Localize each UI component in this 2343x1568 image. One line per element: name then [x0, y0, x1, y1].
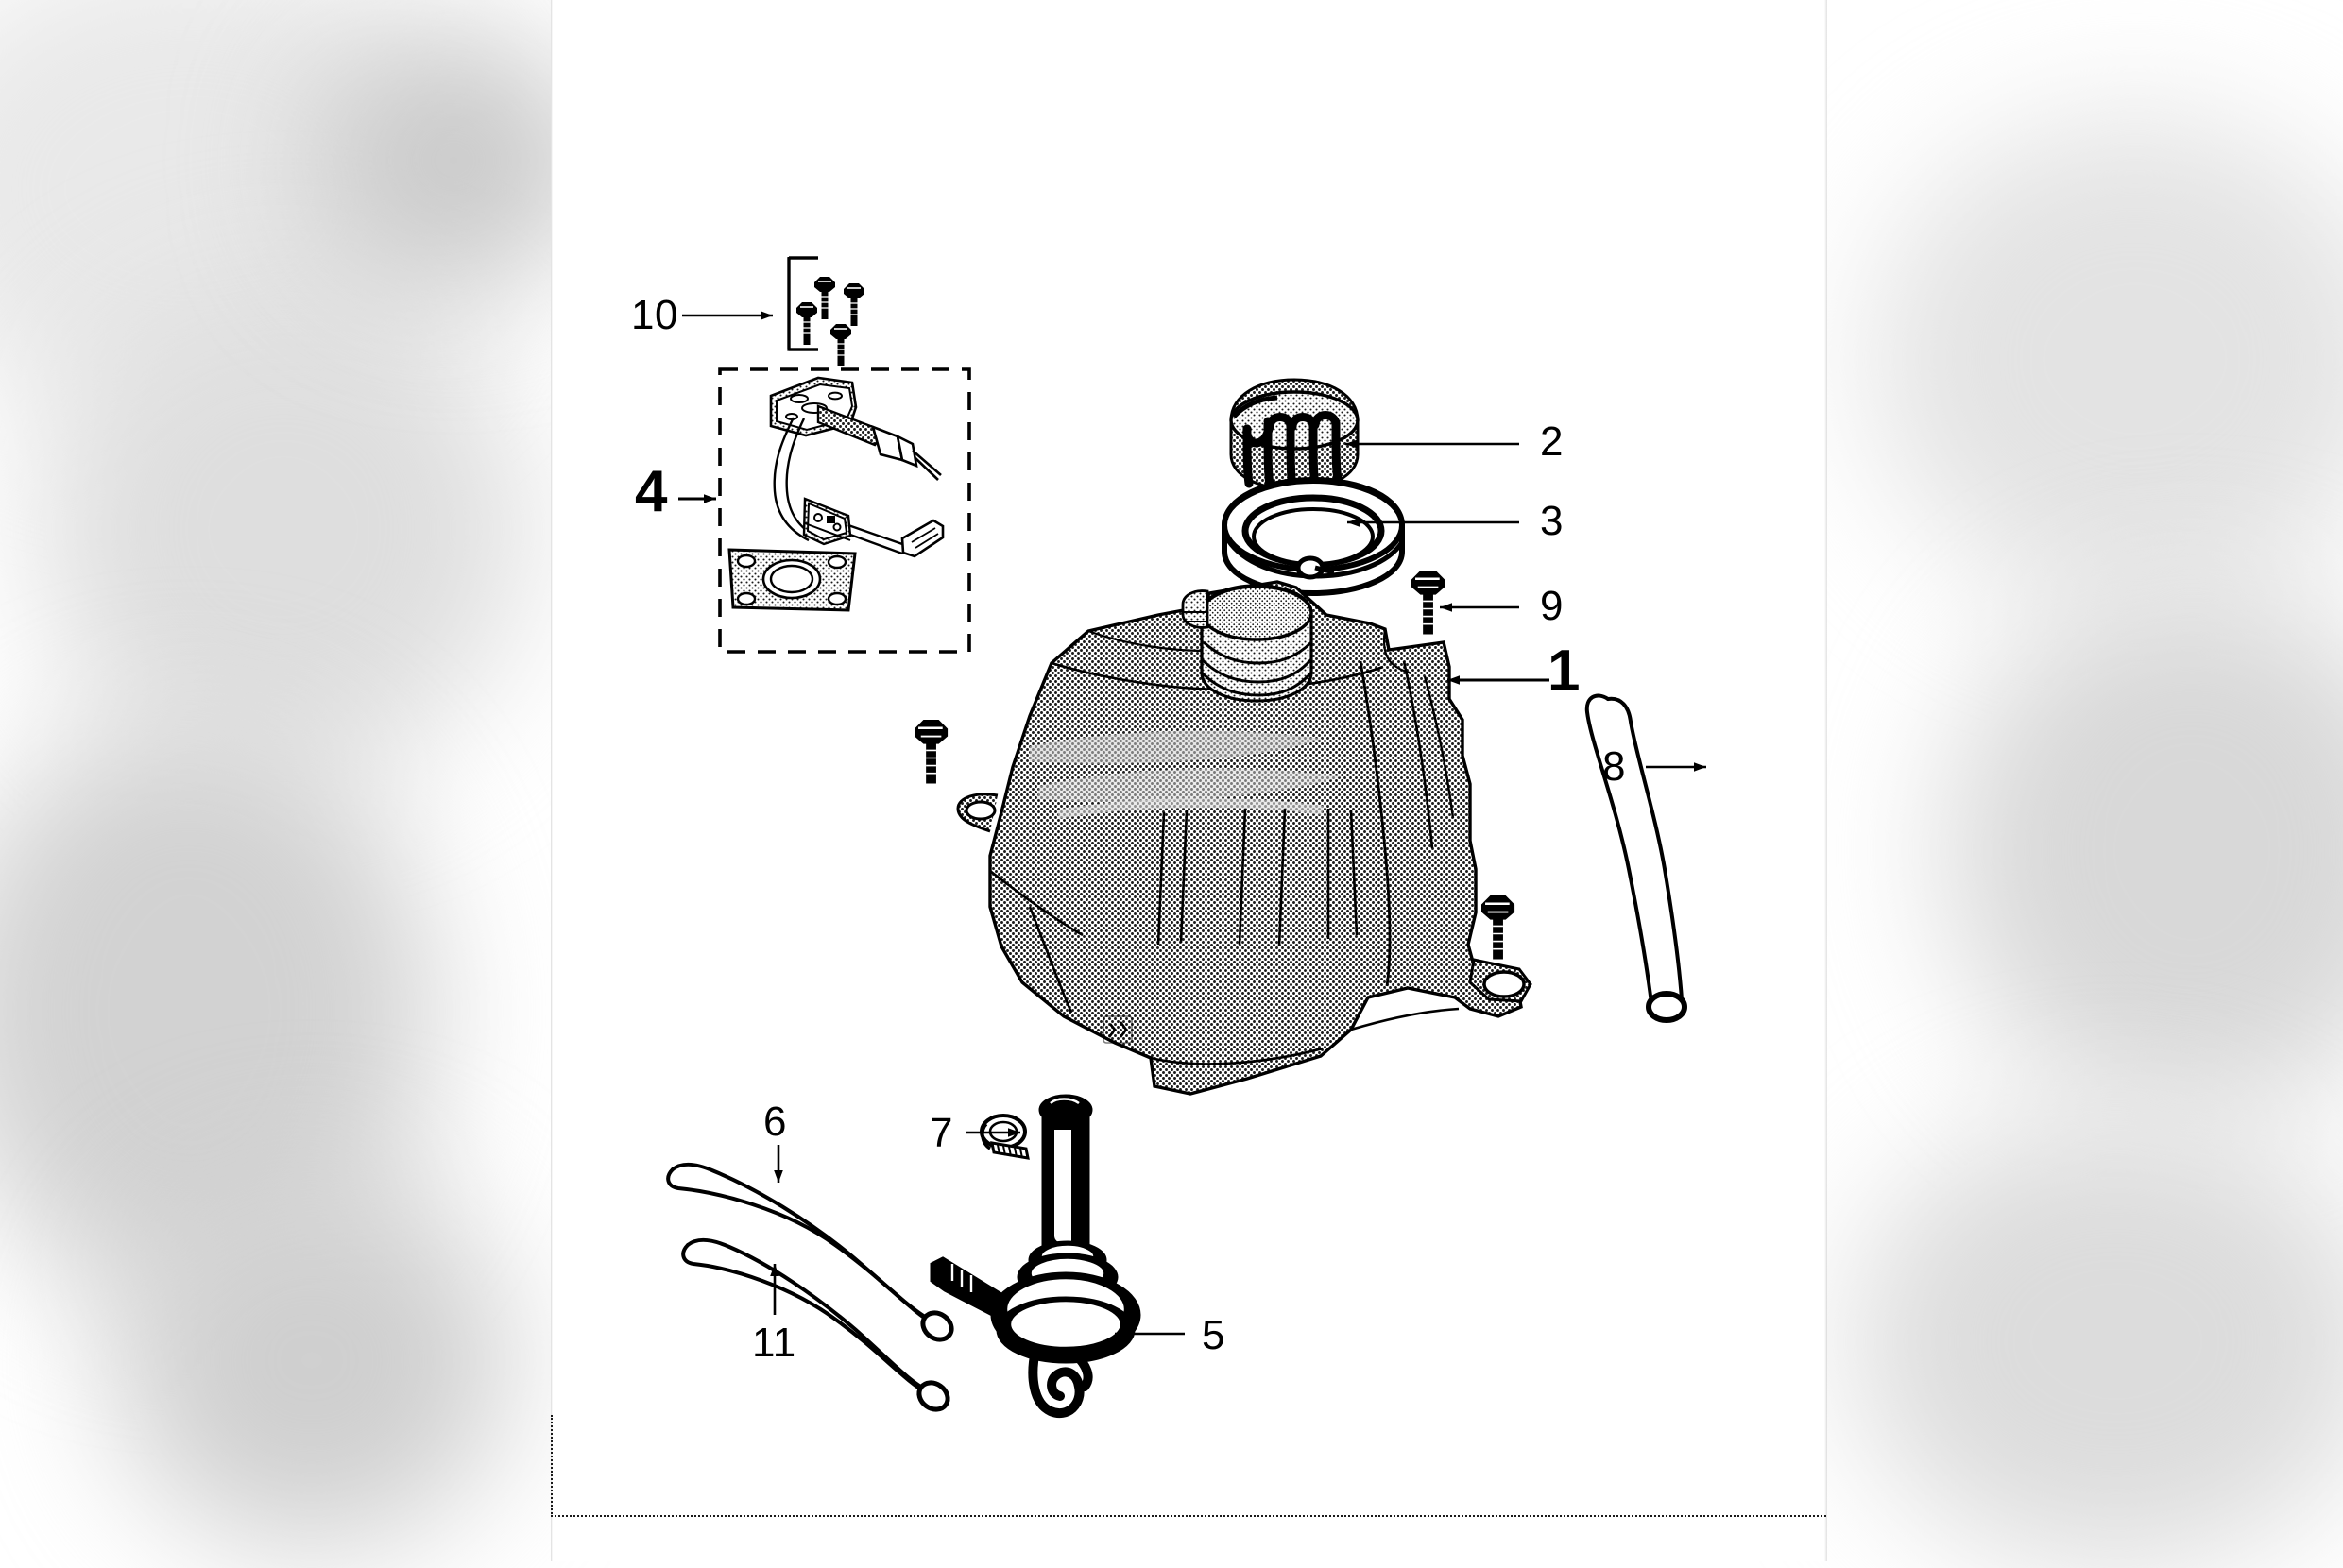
bolt-icon-a	[814, 277, 835, 319]
callout-number-1: 1	[1548, 639, 1581, 704]
callout-number-4: 4	[635, 459, 668, 524]
callout-number-8: 8	[1602, 743, 1626, 790]
sender-kit-dashed-box	[718, 367, 971, 654]
bolt-icon-tank-left	[915, 720, 949, 784]
callout-number-10: 10	[631, 292, 678, 338]
page-left-dotted-rule	[551, 1415, 553, 1517]
fuel-filler-cap	[1229, 378, 1360, 492]
sender-square-gasket	[727, 548, 857, 612]
fuel-valve-petcock	[930, 1094, 1141, 1418]
callout-number-9: 9	[1540, 583, 1564, 629]
bolt-icon-d	[830, 324, 851, 366]
breather-hose	[1584, 693, 1687, 1023]
callout-number-6: 6	[763, 1099, 787, 1145]
page-right-edge	[1824, 0, 1827, 1561]
bolt-set-group	[787, 256, 864, 366]
bolt-icon-tank-bottom-right	[1481, 895, 1515, 960]
callout-number-3: 3	[1540, 498, 1564, 544]
hose-clamp	[980, 1114, 1030, 1160]
callout-number-7: 7	[930, 1110, 953, 1156]
bolt-icon-c	[796, 302, 817, 345]
page-left-edge	[551, 0, 553, 1561]
filler-neck-ring	[1222, 476, 1405, 597]
fuel-tank	[956, 580, 1532, 1096]
callout-number-2: 2	[1540, 418, 1564, 465]
leader-lines	[678, 311, 1706, 1338]
fuel-hose-long	[666, 1163, 954, 1342]
fuel-hose-short	[681, 1238, 950, 1412]
page-bottom-dotted-rule	[551, 1515, 1826, 1517]
bolt-icon-b	[844, 283, 864, 326]
callout-number-5: 5	[1202, 1312, 1225, 1358]
callout-number-11: 11	[752, 1320, 796, 1366]
fuel-level-sender	[769, 376, 945, 558]
bolt-icon-tank-top-right	[1411, 571, 1445, 635]
